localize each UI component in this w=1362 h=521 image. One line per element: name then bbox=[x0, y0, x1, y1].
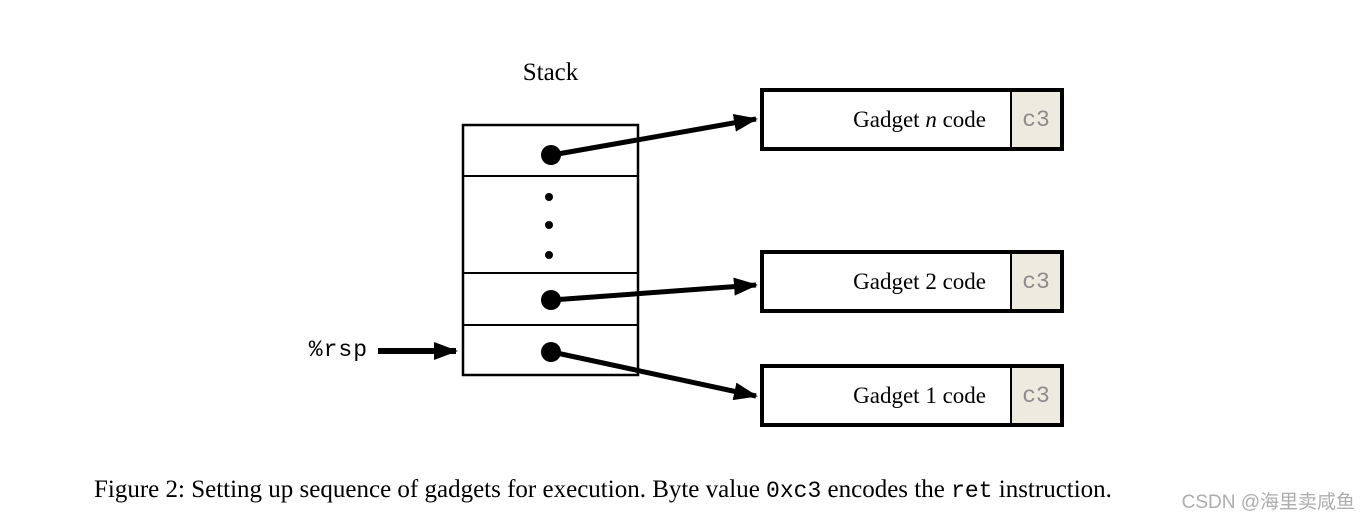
gadget-label-prefix: Gadget bbox=[853, 106, 926, 132]
caption-text: Figure 2: Setting up sequence of gadgets… bbox=[94, 476, 767, 503]
caption-code-ret: ret bbox=[951, 478, 993, 504]
gadget-label-index: n bbox=[925, 106, 937, 132]
gadget-label-index: 1 bbox=[925, 382, 937, 408]
pointer-dot-gadget-1 bbox=[541, 342, 561, 362]
ellipsis-dot bbox=[545, 221, 553, 229]
gadget-1-box: Gadget 1 code c3 bbox=[760, 364, 1064, 427]
ret-byte-cell: c3 bbox=[1010, 368, 1060, 423]
gadget-n-box: Gadget n code c3 bbox=[760, 88, 1064, 151]
caption-text: encodes the bbox=[821, 476, 952, 503]
gadget-1-label: Gadget 1 code bbox=[764, 368, 1010, 423]
caption-code-0xc3: 0xc3 bbox=[766, 478, 822, 504]
ret-byte-cell: c3 bbox=[1010, 92, 1060, 147]
ret-byte-cell: c3 bbox=[1010, 254, 1060, 309]
gadget-label-prefix: Gadget bbox=[853, 382, 926, 408]
arrow-to-gadget-n bbox=[551, 113, 758, 158]
arrow-to-gadget-2 bbox=[551, 277, 758, 303]
arrow-to-gadget-1 bbox=[551, 349, 758, 401]
gadget-label-prefix: Gadget bbox=[853, 268, 926, 294]
pointer-dot-gadget-2 bbox=[541, 290, 561, 310]
ellipsis-dot bbox=[545, 251, 553, 259]
pointer-dot-gadget-n bbox=[541, 145, 561, 165]
caption-text: instruction. bbox=[992, 476, 1112, 503]
gadget-label-index: 2 bbox=[925, 268, 937, 294]
gadget-label-suffix: code bbox=[936, 382, 986, 408]
csdn-watermark: CSDN @海里卖咸鱼 bbox=[1181, 492, 1355, 513]
gadget-2-label: Gadget 2 code bbox=[764, 254, 1010, 309]
gadget-label-suffix: code bbox=[936, 268, 986, 294]
gadget-n-label: Gadget n code bbox=[764, 92, 1010, 147]
rsp-register-label: %rsp bbox=[308, 337, 368, 363]
ellipsis-dot bbox=[545, 193, 553, 201]
figure-caption: Figure 2: Setting up sequence of gadgets… bbox=[94, 473, 1112, 508]
gadget-2-box: Gadget 2 code c3 bbox=[760, 250, 1064, 313]
stack-label: Stack bbox=[522, 59, 579, 86]
stack-outline bbox=[461, 123, 640, 377]
gadget-label-suffix: code bbox=[936, 106, 986, 132]
